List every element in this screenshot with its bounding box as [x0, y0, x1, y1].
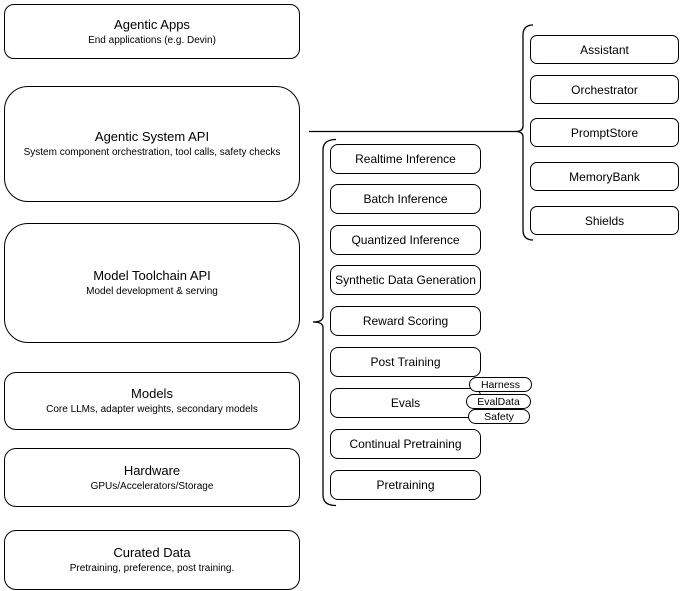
node-subtitle: System component orchestration, tool cal… [23, 147, 281, 158]
node-evals: Evals [330, 388, 481, 418]
node-promptstore: PromptStore [530, 118, 679, 147]
node-continual-pretraining: Continual Pretraining [330, 429, 481, 459]
node-title: Agentic System API [94, 129, 210, 144]
node-assistant: Assistant [530, 35, 679, 64]
node-hardware: Hardware GPUs/Accelerators/Storage [4, 448, 300, 507]
node-reward-scoring: Reward Scoring [330, 306, 481, 336]
node-subtitle: GPUs/Accelerators/Storage [90, 480, 214, 492]
node-pretraining: Pretraining [330, 470, 481, 500]
node-memorybank: MemoryBank [530, 162, 679, 191]
node-agentic-system-api: Agentic System API System component orch… [4, 86, 300, 202]
node-realtime-inference: Realtime Inference [330, 144, 481, 174]
node-batch-inference: Batch Inference [330, 184, 481, 214]
node-title: Agentic Apps [114, 16, 190, 32]
node-synthetic-data-generation: Synthetic Data Generation [330, 265, 481, 295]
node-subtitle: End applications (e.g. Devin) [88, 34, 216, 46]
node-title: Models [131, 386, 173, 401]
node-subtitle: Model development & serving [86, 286, 218, 297]
tag-evaldata: EvalData [466, 394, 531, 409]
node-post-training: Post Training [330, 347, 481, 377]
node-model-toolchain-api: Model Toolchain API Model development & … [4, 223, 300, 343]
node-title: Hardware [123, 462, 181, 478]
tag-harness: Harness [469, 377, 532, 392]
tag-safety: Safety [468, 409, 530, 424]
node-subtitle: Core LLMs, adapter weights, secondary mo… [46, 404, 258, 415]
node-curated-data: Curated Data Pretraining, preference, po… [4, 530, 300, 590]
node-quantized-inference: Quantized Inference [330, 225, 481, 255]
node-title: Curated Data [113, 545, 191, 560]
node-agentic-apps: Agentic Apps End applications (e.g. Devi… [4, 4, 300, 59]
node-models: Models Core LLMs, adapter weights, secon… [4, 372, 300, 430]
node-shields: Shields [530, 206, 679, 235]
node-title: Model Toolchain API [93, 268, 211, 283]
node-subtitle: Pretraining, preference, post training. [69, 563, 235, 574]
node-orchestrator: Orchestrator [530, 75, 679, 104]
